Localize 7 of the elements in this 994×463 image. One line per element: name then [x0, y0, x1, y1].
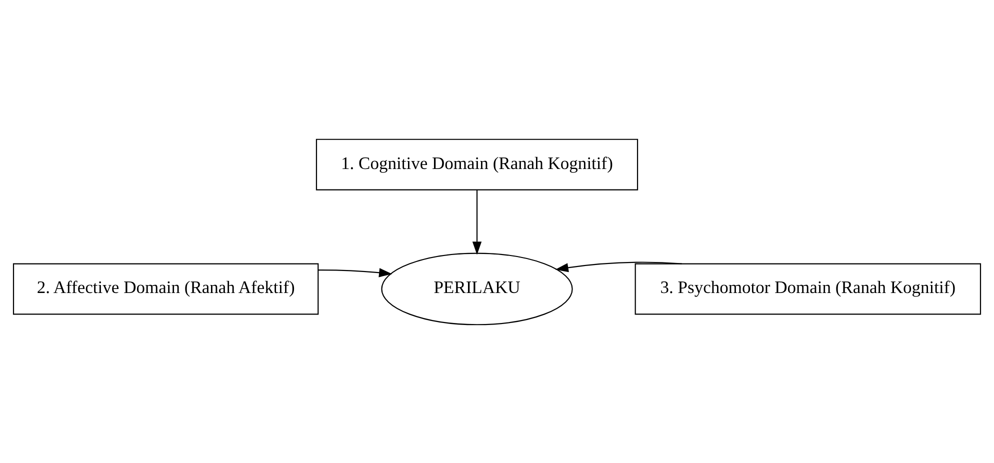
node-ellipse: PERILAKU: [381, 252, 573, 325]
node-box: 2. Affective Domain (Ranah Afektif): [12, 262, 319, 314]
node-box: 3. Psychomotor Domain (Ranah Kognitif): [634, 262, 982, 314]
arrow: [472, 189, 482, 254]
arrow: [555, 261, 682, 272]
node-box: 1. Cognitive Domain (Ranah Kognitif): [316, 138, 638, 190]
arrow: [318, 268, 392, 277]
